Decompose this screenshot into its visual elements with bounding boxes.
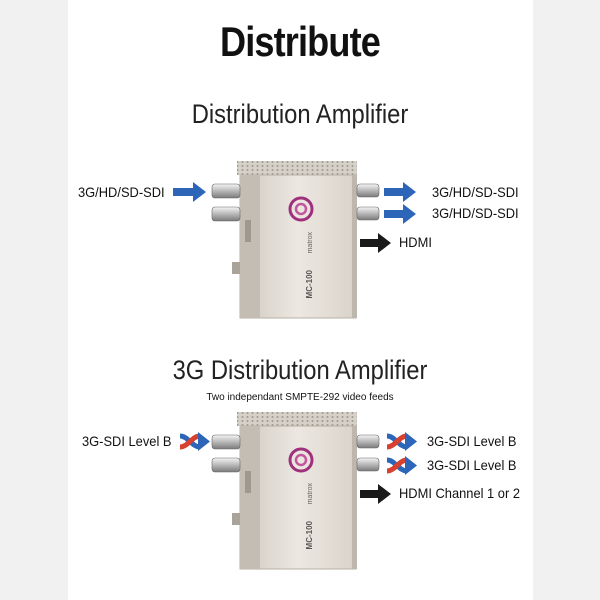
device-brand: matrox: [307, 483, 314, 505]
output-label-1: 3G-SDI Level B: [427, 433, 517, 449]
section-heading-distribution-amplifier: Distribution Amplifier: [191, 99, 409, 129]
output-arrow-1: [384, 182, 416, 202]
input-label: 3G-SDI Level B: [82, 433, 172, 449]
output-label-2: 3G/HD/SD-SDI: [432, 205, 519, 221]
output-twisted-arrow-1: [386, 432, 417, 451]
hdmi-arrow: [360, 484, 391, 504]
device-brand: matrox: [307, 232, 314, 254]
output-label-1: 3G/HD/SD-SDI: [432, 184, 519, 200]
hdmi-arrow: [360, 233, 391, 253]
page-title: Distribute: [220, 18, 381, 65]
input-label: 3G/HD/SD-SDI: [78, 184, 165, 200]
hdmi-label: HDMI: [399, 234, 432, 250]
section-note: Two independant SMPTE-292 video feeds: [206, 392, 394, 403]
output-label-2: 3G-SDI Level B: [427, 457, 517, 473]
output-arrow-2: [384, 204, 416, 224]
input-arrow: [173, 182, 206, 202]
hdmi-label: HDMI Channel 1 or 2: [399, 485, 520, 501]
output-twisted-arrow-2: [386, 456, 417, 475]
device-model: MC-100: [305, 269, 314, 298]
device-model: MC-100: [305, 520, 314, 549]
input-twisted-arrow: [179, 432, 210, 451]
device-image: matrox MC-100: [211, 161, 380, 319]
device-image: matrox MC-100: [211, 412, 380, 570]
section-heading-3g-distribution-amplifier: 3G Distribution Amplifier: [172, 355, 428, 385]
